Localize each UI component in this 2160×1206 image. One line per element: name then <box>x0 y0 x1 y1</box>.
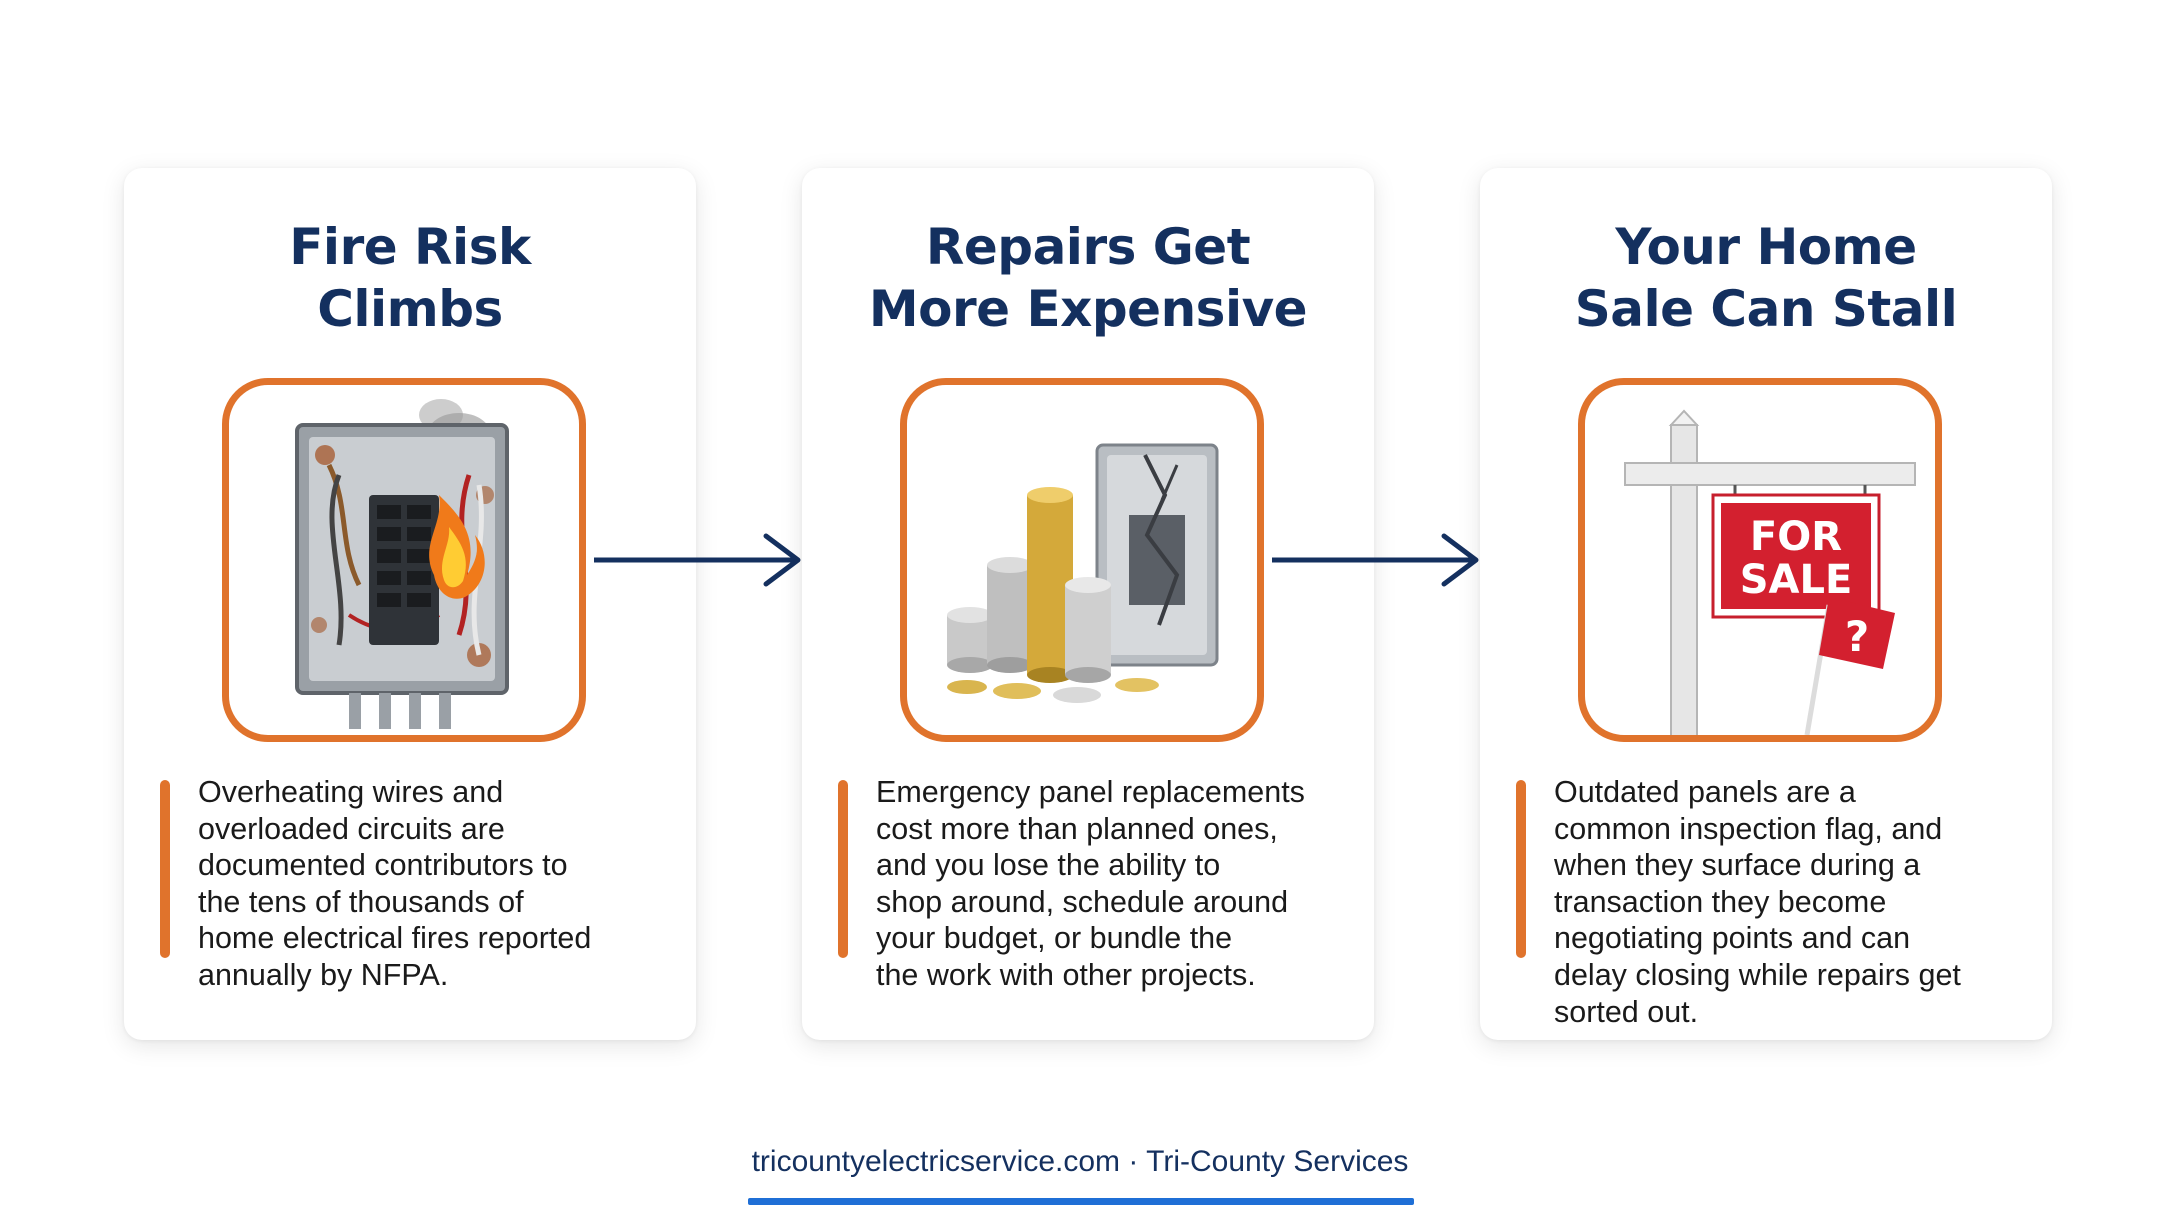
card-image-frame <box>222 378 586 742</box>
description-line: and you lose the ability to <box>876 848 1221 883</box>
arrow-right-icon <box>1272 533 1479 587</box>
card-title-line: Fire Risk <box>289 218 531 276</box>
description-line: when they surface during a <box>1554 848 1921 883</box>
card-description: Outdated panels are a common inspection … <box>1554 774 2028 1030</box>
footer-credit: tricountyelectricservice.com · Tri-Count… <box>751 1145 1409 1178</box>
card-title: Your Home Sale Can Stall <box>1500 216 2032 340</box>
card-repairs-expensive: Repairs Get More Expensive <box>802 168 1374 1040</box>
card-fire-risk: Fire Risk Climbs <box>124 168 696 1040</box>
description-line: Emergency panel replacements <box>876 775 1305 809</box>
description-line: your budget, or bundle the <box>876 921 1233 956</box>
description-accent-bar <box>838 780 848 958</box>
description-line: home electrical fires reported <box>198 921 592 956</box>
description-line: negotiating points and can <box>1554 921 1911 956</box>
card-image-frame: FOR SALE ? <box>1578 378 1942 742</box>
card-description: Emergency panel replacements cost more t… <box>876 774 1350 994</box>
description-line: transaction they become <box>1554 884 1887 919</box>
sign-text-line: SALE <box>1740 557 1853 603</box>
card-title-line: Climbs <box>317 280 503 338</box>
card-image-frame <box>900 378 1264 742</box>
card-description: Overheating wires and overloaded circuit… <box>198 774 672 994</box>
flag-question-mark: ? <box>1845 612 1869 661</box>
card-title: Repairs Get More Expensive <box>822 216 1354 340</box>
card-title-line: More Expensive <box>868 280 1308 338</box>
description-line: overloaded circuits are <box>198 811 505 846</box>
sign-text-line: FOR <box>1750 514 1842 560</box>
description-accent-bar <box>1516 780 1526 958</box>
burning-electrical-panel-icon <box>295 399 509 729</box>
description-line: Overheating wires and <box>198 775 504 809</box>
description-line: annually by NFPA. <box>198 957 449 992</box>
description-line: common inspection flag, and <box>1554 811 1943 846</box>
description-accent-bar <box>160 780 170 958</box>
description-line: the tens of thousands of <box>198 884 524 919</box>
coins-and-cracked-panel-icon <box>947 443 1219 703</box>
arrow-right-icon <box>594 533 801 587</box>
description-line: the work with other projects. <box>876 957 1256 992</box>
card-title-line: Your Home <box>1615 218 1917 276</box>
card-home-sale-stall: Your Home Sale Can Stall FOR SALE <box>1480 168 2052 1040</box>
description-line: delay closing while repairs get <box>1554 957 1961 992</box>
for-sale-sign-icon: FOR SALE ? <box>1624 409 1916 735</box>
description-line: Outdated panels are a <box>1554 775 1856 809</box>
card-title: Fire Risk Climbs <box>144 216 676 340</box>
description-line: sorted out. <box>1554 994 1699 1029</box>
footer-underline <box>748 1198 1414 1205</box>
description-line: shop around, schedule around <box>876 884 1289 919</box>
description-line: documented contributors to <box>198 848 568 883</box>
card-title-line: Repairs Get <box>925 218 1251 276</box>
description-line: cost more than planned ones, <box>876 811 1278 846</box>
card-title-line: Sale Can Stall <box>1574 280 1958 338</box>
